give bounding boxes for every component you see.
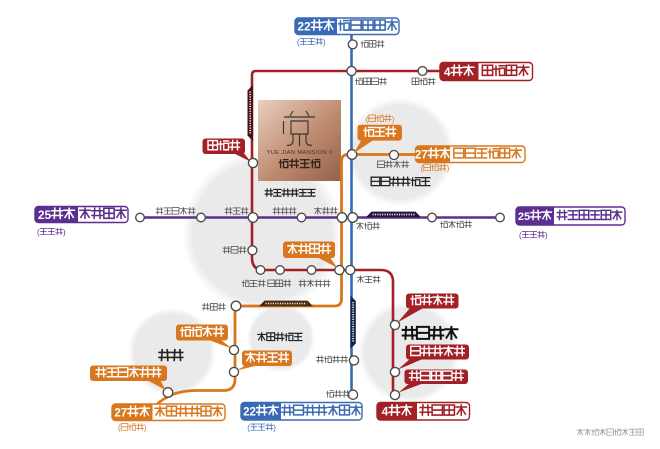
svg-text:): )	[63, 228, 66, 237]
svg-text:): )	[323, 38, 326, 47]
svg-text:(: (	[297, 38, 300, 47]
svg-text:22: 22	[243, 406, 256, 418]
svg-text:27: 27	[415, 149, 428, 161]
svg-text:(: (	[366, 115, 369, 124]
svg-text:YUE JIAN MANSION II: YUE JIAN MANSION II	[267, 150, 333, 156]
svg-text:): )	[144, 424, 147, 433]
svg-text:): )	[392, 115, 395, 124]
svg-text:(: (	[519, 231, 522, 240]
svg-text:(: (	[247, 424, 250, 433]
svg-text:(: (	[37, 228, 40, 237]
svg-text:25: 25	[38, 208, 52, 222]
svg-text:): )	[447, 164, 450, 173]
svg-text:25: 25	[518, 211, 530, 223]
svg-text:(: (	[421, 164, 424, 173]
svg-text:27: 27	[114, 407, 127, 419]
svg-text:): )	[545, 231, 548, 240]
svg-text:(: (	[118, 424, 121, 433]
svg-text:22: 22	[297, 20, 311, 34]
svg-text:): )	[273, 424, 276, 433]
svg-text:4: 4	[444, 65, 451, 79]
svg-text:4: 4	[382, 405, 389, 419]
